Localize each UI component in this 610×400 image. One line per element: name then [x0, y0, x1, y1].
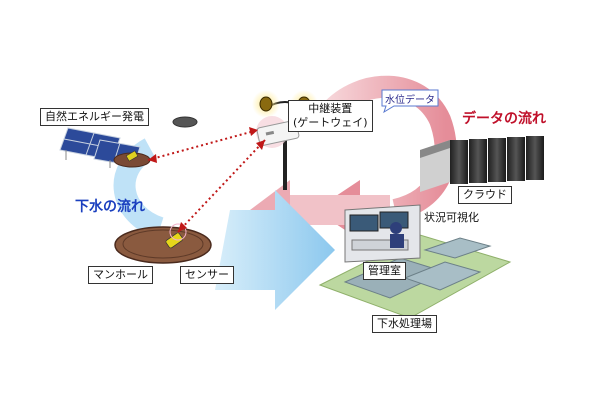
status-visualization-label: 状況可視化	[424, 211, 479, 224]
relay-device-label: 中継装置 (ゲートウェイ)	[288, 100, 373, 132]
solar-label: 自然エネルギー発電	[40, 108, 149, 126]
water-level-data-label: 水位データ	[385, 95, 435, 106]
relay-label-line1: 中継装置	[308, 102, 353, 115]
manhole-cover-icon	[114, 223, 212, 264]
sensor-label: センサー	[180, 266, 234, 284]
sewage-flow-label: 下水の流れ	[75, 199, 145, 215]
water-level-data-tag	[381, 89, 439, 114]
relay-label-line2: (ゲートウェイ)	[293, 116, 368, 129]
control-room-icon	[344, 204, 421, 263]
cloud-server-icon	[420, 136, 544, 192]
data-flow-label: データの流れ	[462, 111, 546, 127]
wireless-links	[147, 127, 266, 233]
control-room-label: 管理室	[363, 262, 406, 280]
cloud-label: クラウド	[458, 186, 512, 204]
distant-manhole-icon	[172, 116, 198, 128]
small-manhole-icon	[113, 150, 151, 168]
manhole-label: マンホール	[88, 266, 153, 284]
water-level-data-tag-text: 水位データ	[379, 88, 441, 108]
sewage-plant-label: 下水処理場	[372, 315, 437, 333]
